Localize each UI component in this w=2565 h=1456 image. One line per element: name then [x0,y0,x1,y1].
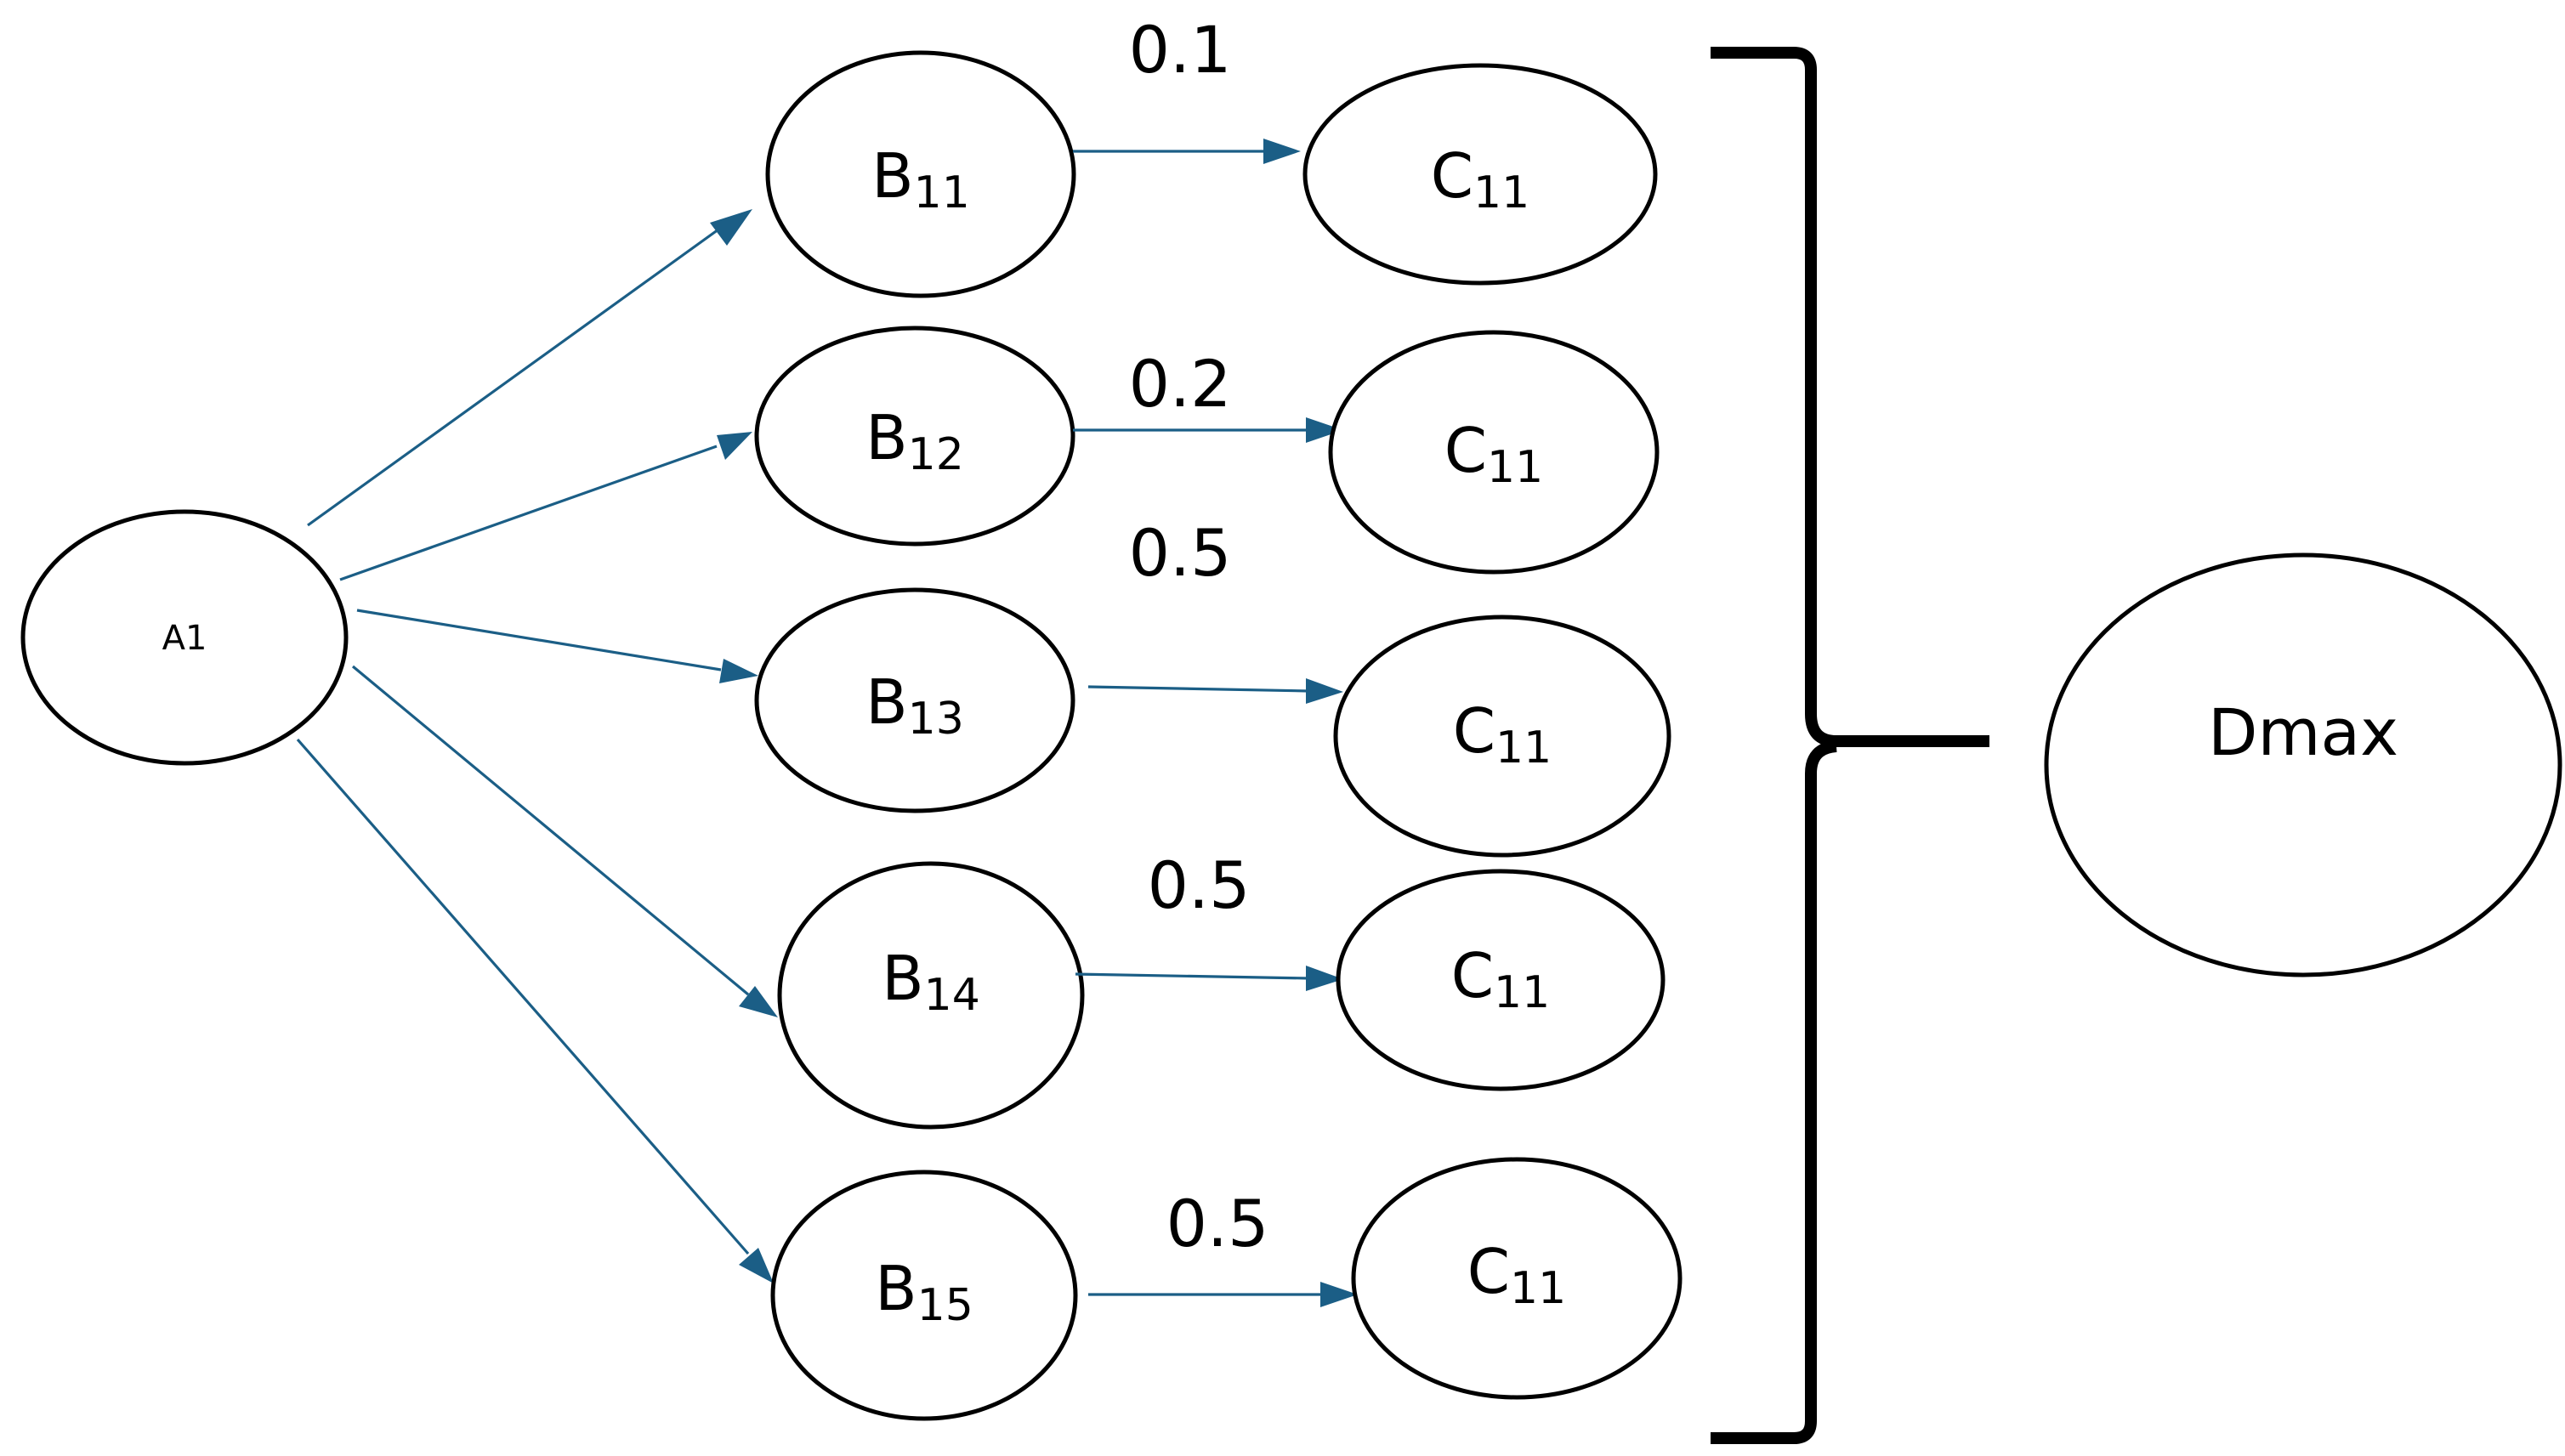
node-b13-sub: 13 [908,694,964,745]
weight-label-row5: 0.5 [1166,1186,1269,1261]
node-b15-sub: 15 [917,1280,973,1331]
node-c-row2: C11 [1328,330,1660,575]
weight-label-row3: 0.5 [1129,515,1232,591]
node-b11-base: B [871,140,913,212]
svg-text:C11: C11 [1451,940,1550,1018]
edge-a1-b15 [296,738,774,1283]
node-c-row3: C11 [1333,615,1671,858]
edge-b14-c11 [1075,966,1343,991]
node-c-row1-base: C [1431,140,1473,212]
node-b11: B11 [765,50,1076,298]
node-c-row5: C11 [1351,1157,1683,1400]
edge-b11-c11 [1073,139,1301,164]
node-a1-label: A1 [162,619,207,658]
node-c-row2-base: C [1444,415,1487,486]
edge-b12-c11 [1073,417,1343,443]
node-b12-sub: 12 [908,429,964,480]
edge-a1-b14 [351,665,778,1017]
edges-a-to-b [296,209,778,1283]
svg-text:B15: B15 [875,1253,973,1331]
svg-text:C11: C11 [1431,140,1529,218]
svg-text:C11: C11 [1453,695,1552,773]
svg-text:C11: C11 [1444,415,1543,493]
node-c-row3-sub: 11 [1495,722,1552,773]
weight-label-row2: 0.2 [1129,346,1232,422]
node-c-row5-sub: 11 [1510,1263,1566,1314]
node-c-row5-base: C [1467,1236,1510,1307]
node-b14-sub: 14 [924,970,980,1021]
edge-a1-b13 [356,609,758,683]
svg-text:C11: C11 [1467,1236,1566,1314]
edge-a1-b12 [339,432,752,581]
node-b13: B13 [754,587,1075,813]
node-c-row2-sub: 11 [1487,442,1543,493]
node-b11-sub: 11 [914,167,970,218]
weight-label-row1: 0.1 [1129,12,1232,88]
edge-b15-c11 [1088,1282,1358,1307]
node-b14-base: B [882,943,923,1014]
svg-text:B13: B13 [865,666,964,745]
node-c-row3-base: C [1453,695,1495,767]
node-b14: B14 [777,861,1085,1130]
node-b12-base: B [865,402,907,473]
node-b12: B12 [754,326,1075,547]
node-b13-base: B [865,666,907,738]
svg-text:B12: B12 [865,402,964,480]
node-c-row1: C11 [1302,63,1658,286]
svg-text:B14: B14 [882,943,980,1021]
node-a1: A1 [20,509,349,766]
edge-a1-b11 [307,209,752,527]
node-b15-base: B [875,1253,916,1324]
edge-b13-c11 [1087,678,1343,704]
node-c-row1-sub: 11 [1473,167,1529,218]
node-b15: B15 [770,1170,1078,1421]
grouping-bracket [1711,47,1989,1444]
edges-b-to-c [1073,139,1358,1307]
node-dmax-label: Dmax [2208,694,2398,770]
svg-text:B11: B11 [871,140,970,218]
node-c-row4: C11 [1336,869,1666,1091]
node-c-row4-base: C [1451,940,1494,1011]
edge-weights: 0.1 0.2 0.5 0.5 0.5 [1129,12,1269,1261]
node-dmax: Dmax [2044,552,2562,977]
node-c-row4-sub: 11 [1494,967,1550,1018]
weight-label-row4: 0.5 [1148,847,1251,923]
